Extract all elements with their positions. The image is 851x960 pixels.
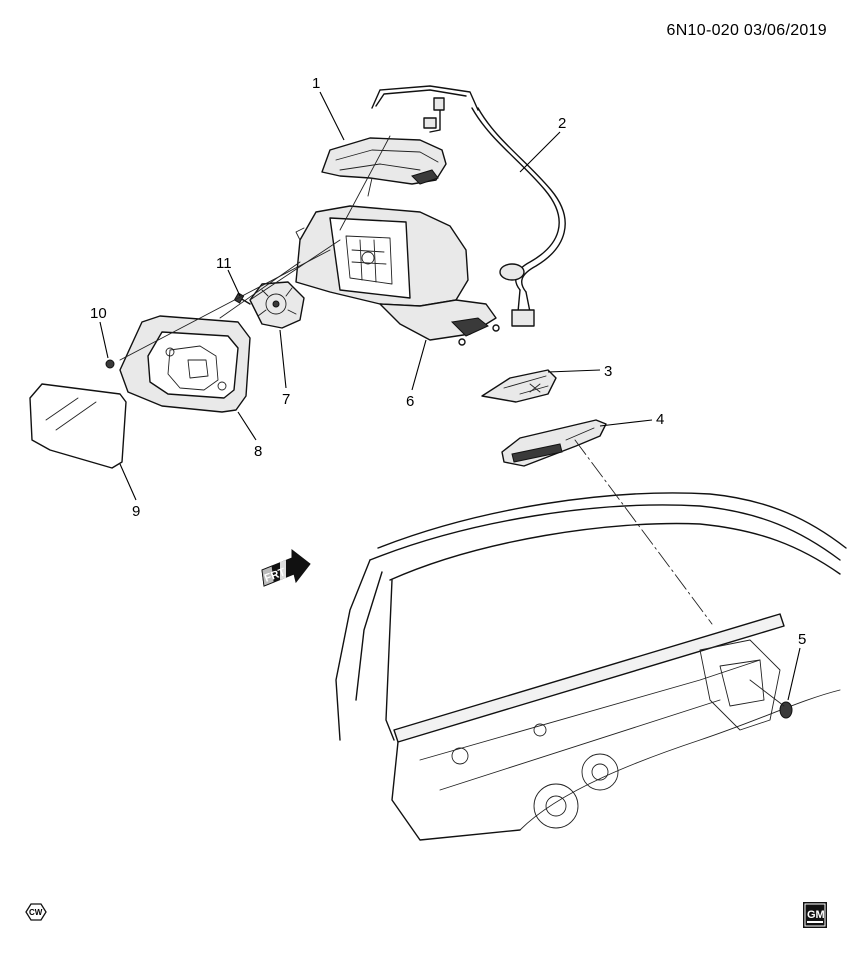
callout-labels: 1 2 3 4 5 6 7 8 9 10 11	[90, 75, 806, 648]
alignment-lines	[119, 135, 785, 707]
callout-9: 9	[132, 503, 140, 520]
cw-label: CW	[29, 908, 43, 917]
part-1-housing-cover	[321, 137, 447, 185]
part-2-wiring-harness	[371, 85, 566, 327]
callout-3: 3	[604, 363, 612, 380]
callout-11: 11	[216, 255, 232, 272]
callout-7: 7	[282, 391, 290, 408]
part-10-fastener	[105, 359, 115, 369]
gm-label: GM	[807, 909, 825, 921]
callout-5: 5	[798, 631, 806, 648]
gm-logo-icon: GM	[803, 902, 827, 928]
callout-2: 2	[558, 115, 566, 132]
part-9-mirror-glass	[29, 383, 127, 469]
callout-1: 1	[312, 75, 320, 92]
callout-8: 8	[254, 443, 262, 460]
part-7-actuator	[249, 281, 305, 329]
door-frame	[335, 492, 847, 841]
callout-6: 6	[406, 393, 414, 410]
part-3-signal-lamp	[481, 369, 557, 403]
part-4-trim-strip	[501, 419, 607, 467]
part-5-clip	[779, 701, 793, 719]
part-6-mirror-housing	[295, 205, 500, 346]
callout-4: 4	[656, 411, 664, 428]
callout-10: 10	[90, 305, 107, 322]
leader-lines	[99, 91, 801, 701]
diagram-id: 6N10-020 03/06/2019	[666, 22, 827, 39]
part-8-mirror-frame	[119, 315, 251, 413]
front-direction-arrow-icon: FRT	[261, 548, 311, 587]
hexagon-cw-icon: CW	[25, 903, 47, 921]
